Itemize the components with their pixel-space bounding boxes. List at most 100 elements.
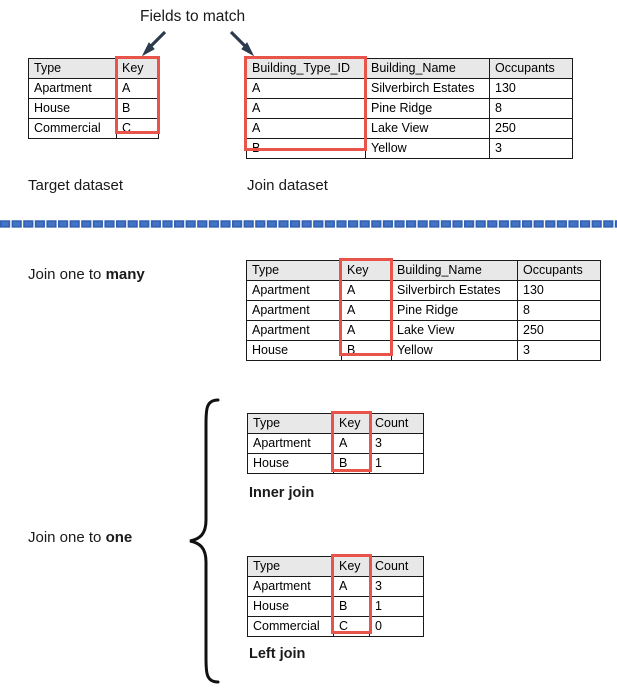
column-header-occupants: Occupants xyxy=(489,58,573,79)
cell-key: A xyxy=(341,280,392,301)
cell-occupants: 250 xyxy=(517,320,601,341)
cell-type: House xyxy=(247,596,334,617)
cell-type: House xyxy=(247,453,334,474)
cell-building-type-id: B xyxy=(246,138,366,159)
cell-type: Commercial xyxy=(28,118,117,139)
cell-building-name: Silverbirch Estates xyxy=(391,280,518,301)
fields-to-match-label: Fields to match xyxy=(140,8,246,25)
column-header-key: Key xyxy=(341,260,392,281)
cell-occupants: 3 xyxy=(489,138,573,159)
column-header-type: Type xyxy=(246,260,342,281)
table-row: B Yellow 3 xyxy=(246,138,573,159)
join-one-to-one-emphasis: one xyxy=(105,529,133,546)
table-row: Apartment A 3 xyxy=(247,433,424,454)
join-one-to-many-label: Join one to many xyxy=(28,266,145,284)
cell-count: 3 xyxy=(369,576,424,597)
column-header-type: Type xyxy=(247,413,334,434)
cell-building-name: Pine Ridge xyxy=(391,300,518,321)
cell-building-type-id: A xyxy=(246,98,366,119)
arrow-to-target-key-icon xyxy=(141,30,167,57)
cell-building-name: Yellow xyxy=(365,138,490,159)
join-one-to-many-prefix: Join one to xyxy=(28,266,106,283)
cell-key: C xyxy=(333,616,370,637)
cell-count: 0 xyxy=(369,616,424,637)
cell-key: B xyxy=(333,453,370,474)
cell-key: A xyxy=(116,78,159,99)
table-row: A Silverbirch Estates 130 xyxy=(246,78,573,99)
table-header-row: Type Key Count xyxy=(247,556,424,577)
table-row: A Lake View 250 xyxy=(246,118,573,139)
column-header-building-name: Building_Name xyxy=(365,58,490,79)
one-to-many-result-table: Type Key Building_Name Occupants Apartme… xyxy=(246,260,601,361)
arrow-to-join-key-icon xyxy=(229,30,255,57)
table-row: House B xyxy=(28,98,159,119)
cell-key: A xyxy=(341,320,392,341)
cell-building-name: Lake View xyxy=(391,320,518,341)
table-header-row: Type Key xyxy=(28,58,159,79)
table-row: Apartment A xyxy=(28,78,159,99)
cell-building-type-id: A xyxy=(246,118,366,139)
table-row: House B 1 xyxy=(247,453,424,474)
column-header-count: Count xyxy=(369,556,424,577)
cell-occupants: 8 xyxy=(517,300,601,321)
cell-type: Apartment xyxy=(246,280,342,301)
join-one-to-one-brace xyxy=(189,398,220,684)
cell-key: A xyxy=(333,576,370,597)
inner-join-caption: Inner join xyxy=(249,485,315,501)
column-header-type: Type xyxy=(28,58,117,79)
cell-type: Apartment xyxy=(246,300,342,321)
column-header-building-type-id: Building_Type_ID xyxy=(246,58,366,79)
cell-building-name: Pine Ridge xyxy=(365,98,490,119)
column-header-key: Key xyxy=(333,413,370,434)
target-dataset-table: Type Key Apartment A House B Commercial … xyxy=(28,58,159,139)
left-join-result-table: Type Key Count Apartment A 3 House B 1 C… xyxy=(247,556,424,637)
cell-count: 3 xyxy=(369,433,424,454)
cell-type: Apartment xyxy=(247,576,334,597)
cell-key: A xyxy=(341,300,392,321)
cell-occupants: 8 xyxy=(489,98,573,119)
join-dataset-caption: Join dataset xyxy=(247,177,328,194)
table-header-row: Type Key Count xyxy=(247,413,424,434)
table-row: Commercial C xyxy=(28,118,159,139)
column-header-building-name: Building_Name xyxy=(391,260,518,281)
table-row: Commercial C 0 xyxy=(247,616,424,637)
column-header-count: Count xyxy=(369,413,424,434)
cell-occupants: 130 xyxy=(517,280,601,301)
table-header-row: Building_Type_ID Building_Name Occupants xyxy=(246,58,573,79)
column-header-occupants: Occupants xyxy=(517,260,601,281)
join-one-to-one-label: Join one to one xyxy=(28,529,132,547)
column-header-key: Key xyxy=(116,58,159,79)
join-one-to-one-prefix: Join one to xyxy=(28,529,106,546)
join-dataset-table: Building_Type_ID Building_Name Occupants… xyxy=(246,58,573,159)
join-one-to-many-emphasis: many xyxy=(105,266,145,283)
table-row: Apartment A Pine Ridge 8 xyxy=(246,300,601,321)
column-header-key: Key xyxy=(333,556,370,577)
table-row: Apartment A Silverbirch Estates 130 xyxy=(246,280,601,301)
cell-key: A xyxy=(333,433,370,454)
table-header-row: Type Key Building_Name Occupants xyxy=(246,260,601,281)
cell-occupants: 250 xyxy=(489,118,573,139)
section-divider xyxy=(0,219,617,230)
target-dataset-caption: Target dataset xyxy=(28,177,124,194)
cell-occupants: 130 xyxy=(489,78,573,99)
cell-type: House xyxy=(246,340,342,361)
cell-key: B xyxy=(333,596,370,617)
cell-type: Apartment xyxy=(28,78,117,99)
cell-building-name: Lake View xyxy=(365,118,490,139)
column-header-type: Type xyxy=(247,556,334,577)
cell-key: B xyxy=(341,340,392,361)
cell-type: House xyxy=(28,98,117,119)
cell-type: Apartment xyxy=(246,320,342,341)
cell-key: C xyxy=(116,118,159,139)
table-row: House B Yellow 3 xyxy=(246,340,601,361)
cell-building-name: Yellow xyxy=(391,340,518,361)
cell-count: 1 xyxy=(369,596,424,617)
inner-join-result-table: Type Key Count Apartment A 3 House B 1 xyxy=(247,413,424,474)
table-row: Apartment A 3 xyxy=(247,576,424,597)
cell-type: Commercial xyxy=(247,616,334,637)
left-join-caption: Left join xyxy=(249,646,306,662)
table-row: House B 1 xyxy=(247,596,424,617)
cell-count: 1 xyxy=(369,453,424,474)
cell-occupants: 3 xyxy=(517,340,601,361)
cell-type: Apartment xyxy=(247,433,334,454)
